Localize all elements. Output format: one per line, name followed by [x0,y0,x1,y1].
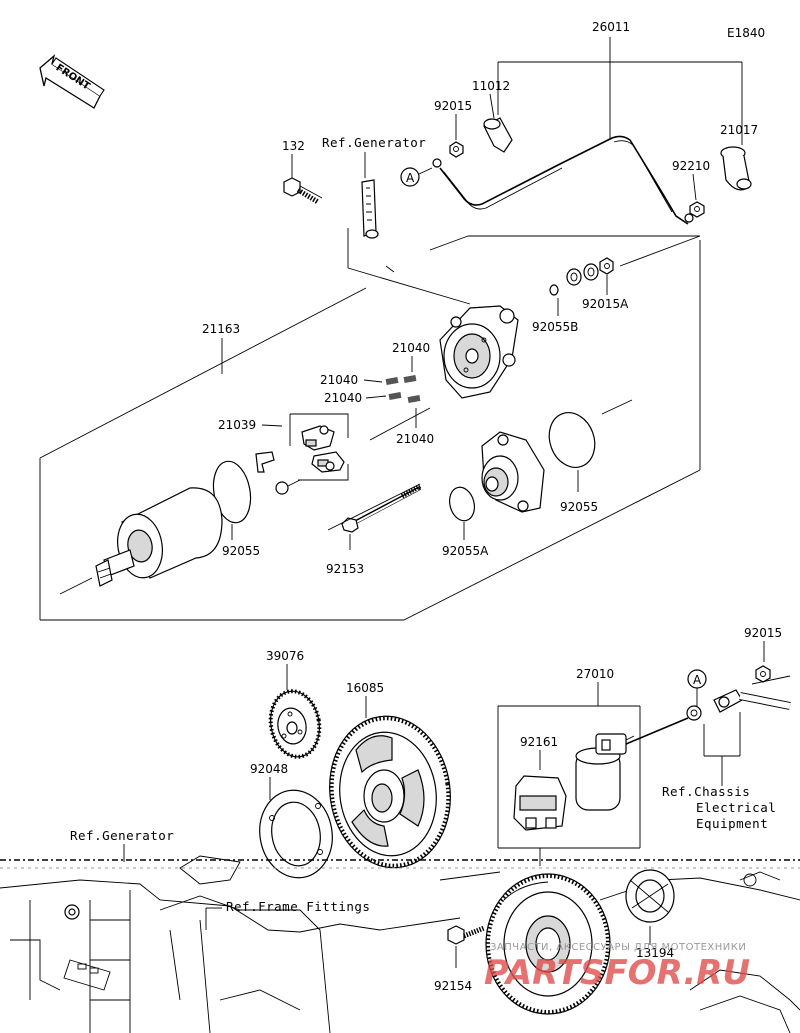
idler-gear-39076 [268,689,322,759]
starter-motor-body [59,487,223,595]
assembly-lines [347,228,701,305]
label-21017: 21017 [720,123,758,137]
nut-92210 [689,201,705,218]
ref-generator-top: Ref.Generator [322,135,426,150]
starter-motor-enclosure [39,240,701,621]
svg-text:A: A [693,673,702,687]
leader-27010 [497,705,641,866]
label-21040-c: 21040 [324,391,362,405]
label-132: 132 [282,139,305,153]
washers-92015A [566,257,614,286]
ref-chassis-line1: Ref.Chassis [662,784,750,799]
starter-cable [432,135,694,225]
boot-21017 [720,146,752,191]
callout-a-right: A [687,669,707,706]
label-27010: 27010 [576,667,614,681]
label-13194: 13194 [636,946,674,960]
label-26011: 26011 [592,20,630,34]
bolt-132 [283,177,323,205]
cap-11012 [483,117,513,153]
bolt-92154 [447,925,485,945]
front-cover [481,431,545,513]
label-21040-d: 21040 [396,432,434,446]
leader-26011 [497,37,743,145]
plate-92048 [259,789,333,879]
label-39076: 39076 [266,649,304,663]
bolt-92153 [341,483,422,533]
oring-92055-right [548,412,596,468]
ref-chassis-line3: Equipment [696,816,768,831]
label-92055B: 92055B [532,320,578,334]
ref-generator-bottom: Ref.Generator [70,828,174,843]
oring-92055-left [212,460,252,524]
clutch-ring-13194 [625,869,675,923]
brushes-21040 [385,375,421,403]
ref-chassis-line2: Electrical [696,800,776,815]
leader-ref-chassis [703,712,741,786]
ground-strap [361,179,379,239]
starter-relay-27010 [575,717,689,811]
nut-92015-right [755,665,771,683]
watermark-line1: ЗАПЧАСТИ, АКСЕССУАРЫ ДЛЯ МОТОТЕХНИКИ [490,942,746,953]
nut-92015-top [449,141,464,158]
label-92161: 92161 [520,735,558,749]
cover-92161 [513,775,567,831]
label-21039: 21039 [218,418,256,432]
label-11012: 11012 [472,79,510,93]
label-92015-right: 92015 [744,626,782,640]
starter-gear-16085 [329,715,451,869]
label-92055-left: 92055 [222,544,260,558]
grommet [686,705,702,721]
label-16085: 16085 [346,681,384,695]
rear-cover [439,305,519,399]
callout-a-top: A [400,167,433,187]
label-21040-a: 21040 [392,341,430,355]
svg-text:A: A [406,171,415,185]
label-92048: 92048 [250,762,288,776]
label-92153: 92153 [326,562,364,576]
label-92015A: 92015A [582,297,629,311]
engine-case [0,855,800,1033]
watermark-line2: PARTSFOR.RU [484,953,750,993]
label-92015-top: 92015 [434,99,472,113]
oring-92055A [449,486,475,522]
label-21040-b: 21040 [320,373,358,387]
label-92154: 92154 [434,979,472,993]
front-arrow-icon: FRONT [39,54,105,109]
watermark: ЗАПЧАСТИ, АКСЕССУАРЫ ДЛЯ МОТОТЕХНИКИ PAR… [484,942,750,993]
starter-clutch [485,873,611,1015]
label-92210: 92210 [672,159,710,173]
label-92055-right: 92055 [560,500,598,514]
label-21163: 21163 [202,322,240,336]
oring-92055B [549,284,559,296]
diagram-code: E1840 [727,26,765,40]
brush-holder-21039 [255,413,349,495]
label-92055A: 92055A [442,544,489,558]
ref-frame-fittings: Ref.Frame Fittings [226,899,370,914]
battery-lead [713,675,791,713]
